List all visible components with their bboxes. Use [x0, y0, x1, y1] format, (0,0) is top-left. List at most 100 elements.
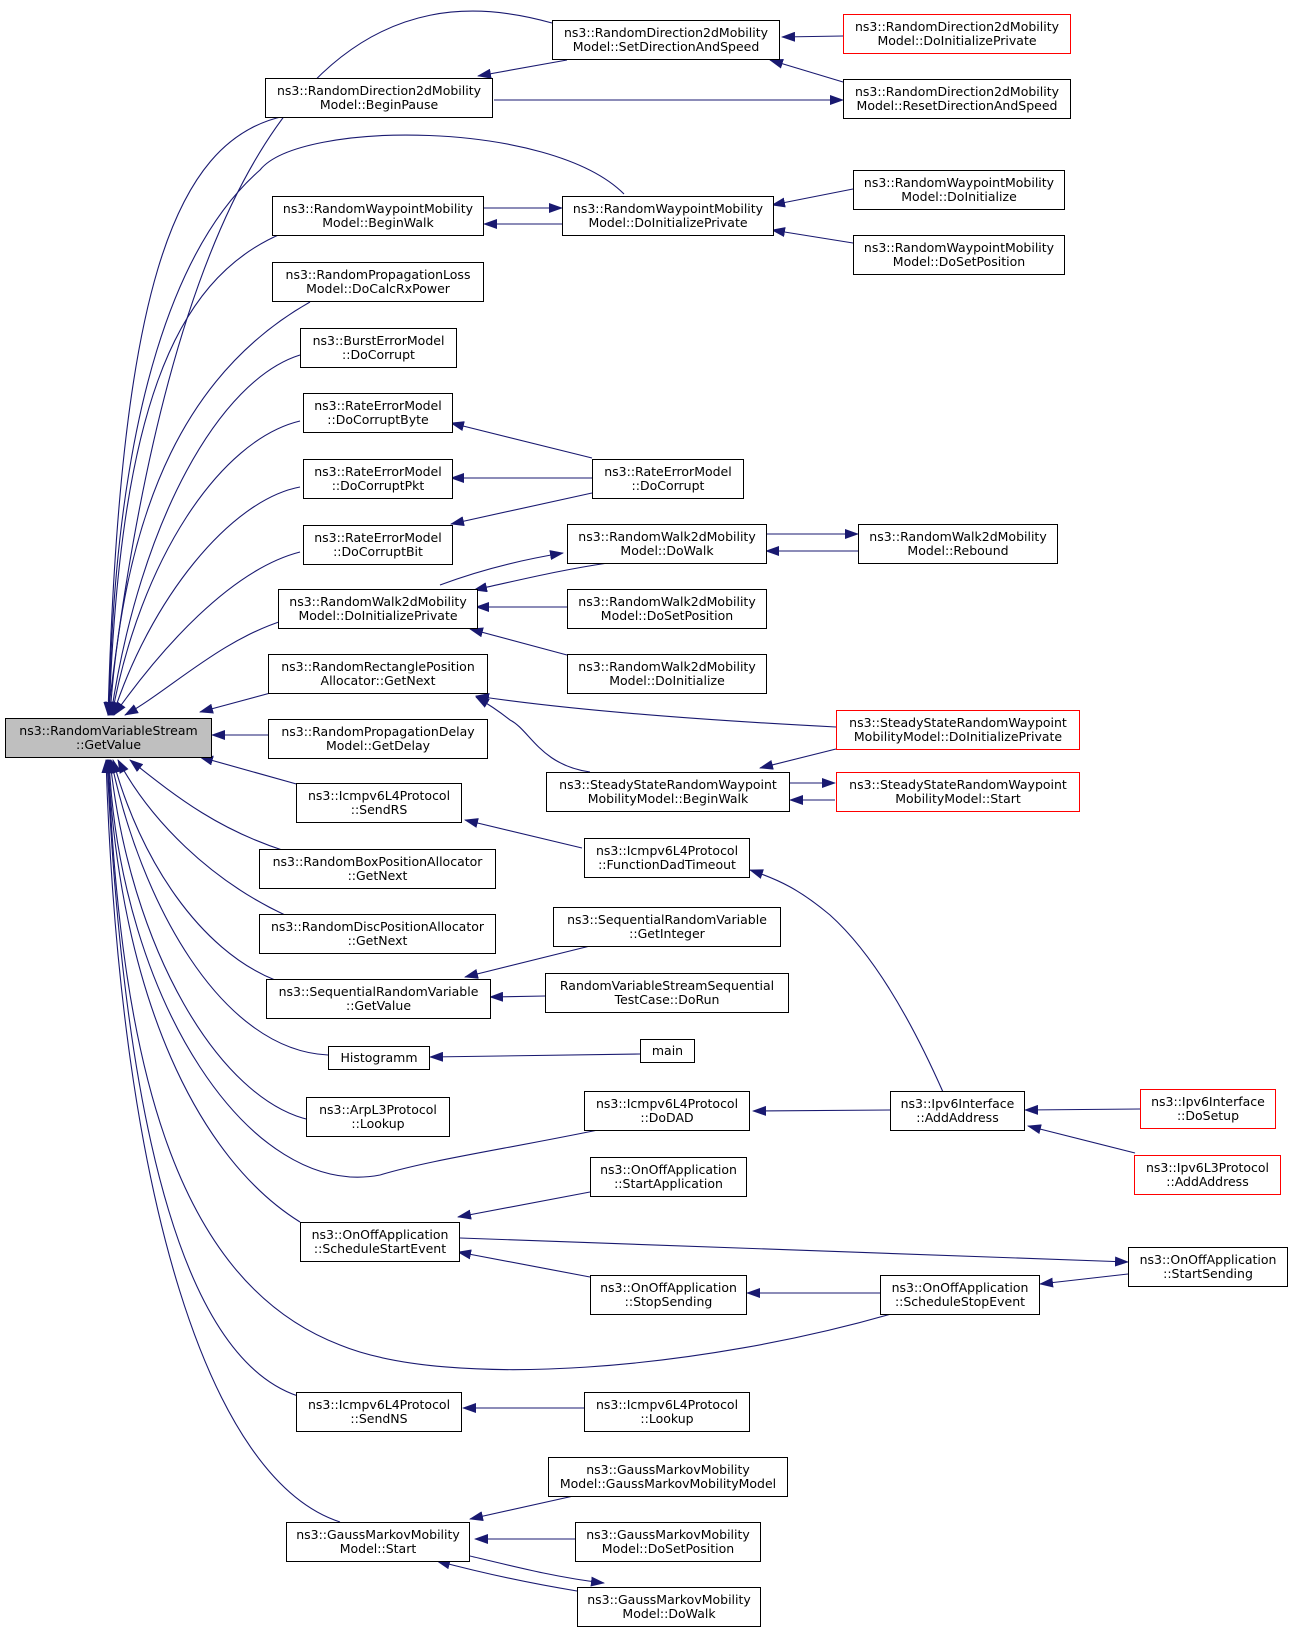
edge-srv-getint-to-getval [464, 945, 591, 979]
edge-icmp-sendns-to-root [102, 759, 299, 1397]
node-rate-docorrupt[interactable]: ns3::RateErrorModel ::DoCorrupt [592, 459, 744, 499]
node-ss-start-line1: ns3::SteadyStateRandomWaypoint [849, 777, 1067, 792]
node-rate-corrupt-line2: ::DoCorrupt [631, 478, 705, 493]
node-rd-begin-line1: ns3::RandomDirection2dMobility [276, 83, 481, 98]
node-burst-docorrupt[interactable]: ns3::BurstErrorModel ::DoCorrupt [300, 328, 457, 368]
edge-gm-dowalk-to-start [436, 1559, 578, 1592]
edge-rw2-doinitp-to-dowalk [439, 550, 564, 586]
node-gm-constructor[interactable]: ns3::GaussMarkovMobility Model::GaussMar… [548, 1457, 788, 1497]
node-histogramm[interactable]: Histogramm [328, 1046, 430, 1070]
node-arp-lookup[interactable]: ns3::ArpL3Protocol ::Lookup [306, 1097, 450, 1137]
node-rw2-dosetpos-line1: ns3::RandomWalk2dMobility [578, 594, 756, 609]
edge-onoff-stopsend-to-sse [457, 1249, 591, 1278]
node-rate-docorruptpkt[interactable]: ns3::RateErrorModel ::DoCorruptPkt [303, 459, 453, 499]
edge-rvs-test-to-getval [489, 991, 546, 1002]
node-ss-start[interactable]: ns3::SteadyStateRandomWaypoint MobilityM… [836, 772, 1080, 812]
node-ss-doinitp-line2: MobilityModel::DoInitializePrivate [853, 729, 1063, 744]
node-icmp-sendrs[interactable]: ns3::Icmpv6L4Protocol ::SendRS [296, 783, 462, 823]
node-root-getvalue-line1: ns3::RandomVariableStream [19, 723, 198, 738]
node-rate-docorruptbit[interactable]: ns3::RateErrorModel ::DoCorruptBit [303, 525, 453, 565]
node-onoff-schedulestartevent[interactable]: ns3::OnOffApplication ::ScheduleStartEve… [300, 1222, 460, 1262]
node-rdpa-getnext[interactable]: ns3::RandomDiscPositionAllocator ::GetNe… [259, 914, 496, 954]
node-icmp-fdt-line1: ns3::Icmpv6L4Protocol [595, 843, 739, 858]
node-icmp-dodad-line2: ::DoDAD [640, 1110, 694, 1125]
node-icmp-lookup-line2: ::Lookup [640, 1411, 694, 1426]
node-onoff-startapp-line1: ns3::OnOffApplication [600, 1162, 737, 1177]
node-rd-reset-line2: Model::ResetDirectionAndSpeed [856, 98, 1058, 113]
node-rpd-getdelay[interactable]: ns3::RandomPropagationDelay Model::GetDe… [268, 719, 488, 759]
node-rpl-docalcrxpower[interactable]: ns3::RandomPropagationLoss Model::DoCalc… [272, 262, 484, 302]
node-burst-line1: ns3::BurstErrorModel [312, 333, 445, 348]
node-ss-beginwalk[interactable]: ns3::SteadyStateRandomWaypoint MobilityM… [546, 772, 790, 812]
node-ss-doinitializeprivate[interactable]: ns3::SteadyStateRandomWaypoint MobilityM… [836, 710, 1080, 750]
node-rd-doinitializeprivate[interactable]: ns3::RandomDirection2dMobility Model::Do… [843, 14, 1071, 54]
node-icmp-lookup[interactable]: ns3::Icmpv6L4Protocol ::Lookup [584, 1392, 750, 1432]
node-ipv6l3-add-line2: ::AddAddress [1166, 1174, 1249, 1189]
node-histogramm-label: Histogramm [340, 1050, 418, 1065]
edge-icmp-dodad-to-root [104, 759, 599, 1178]
node-ipv6if-dosetup[interactable]: ns3::Ipv6Interface ::DoSetup [1140, 1089, 1276, 1129]
node-gm-dowalk[interactable]: ns3::GaussMarkovMobility Model::DoWalk [577, 1587, 761, 1627]
node-gm-dowalk-line2: Model::DoWalk [622, 1606, 716, 1621]
edge-rbpa-to-root [129, 759, 286, 852]
node-onoff-schedulestopevent[interactable]: ns3::OnOffApplication ::ScheduleStopEven… [880, 1275, 1040, 1315]
node-rbpa-line1: ns3::RandomBoxPositionAllocator [272, 854, 483, 869]
node-gm-dosetposition[interactable]: ns3::GaussMarkovMobility Model::DoSetPos… [575, 1522, 761, 1562]
node-gm-dosetpos-line1: ns3::GaussMarkovMobility [586, 1527, 750, 1542]
node-rd-resetdirectionandspeed[interactable]: ns3::RandomDirection2dMobility Model::Re… [843, 79, 1071, 119]
node-rate-pkt-line1: ns3::RateErrorModel [314, 464, 442, 479]
edge-rd-setdir-to-begin [477, 59, 568, 79]
node-ipv6l3-addaddress[interactable]: ns3::Ipv6L3Protocol ::AddAddress [1134, 1155, 1281, 1195]
node-onoff-startapp-line2: ::StartApplication [614, 1176, 723, 1191]
edge-onoff-sse-to-root [103, 759, 301, 1223]
node-ipv6if-add-line2: ::AddAddress [916, 1110, 999, 1125]
node-icmp-functiondadtimeout[interactable]: ns3::Icmpv6L4Protocol ::FunctionDadTimeo… [584, 838, 750, 878]
node-rd-setdirectionandspeed[interactable]: ns3::RandomDirection2dMobility Model::Se… [552, 20, 780, 60]
edge-srv-getval-to-root [111, 759, 276, 981]
node-rw-doinitialize[interactable]: ns3::RandomWaypointMobility Model::DoIni… [853, 170, 1065, 210]
node-rvs-sequential-test[interactable]: RandomVariableStreamSequential TestCase:… [545, 973, 789, 1013]
node-gm-dowalk-line1: ns3::GaussMarkovMobility [587, 1592, 751, 1607]
edge-rw2-dowalk-to-doinitp [473, 562, 609, 593]
node-rw2-rebound[interactable]: ns3::RandomWalk2dMobility Model::Rebound [858, 524, 1058, 564]
node-rvs-test-line1: RandomVariableStreamSequential [559, 978, 775, 993]
node-icmp-dodad[interactable]: ns3::Icmpv6L4Protocol ::DoDAD [584, 1091, 750, 1131]
node-onoff-stopsending[interactable]: ns3::OnOffApplication ::StopSending [590, 1275, 747, 1315]
edge-gm-start-to-dowalk [469, 1555, 605, 1587]
node-rrpa-getnext[interactable]: ns3::RandomRectanglePosition Allocator::… [268, 654, 488, 694]
node-onoff-startsending[interactable]: ns3::OnOffApplication ::StartSending [1128, 1247, 1288, 1287]
node-rate-corrupt-line1: ns3::RateErrorModel [604, 464, 732, 479]
edge-burst-to-root [107, 354, 301, 716]
node-icmp-sendns[interactable]: ns3::Icmpv6L4Protocol ::SendNS [296, 1392, 462, 1432]
node-rw2-doinitialize[interactable]: ns3::RandomWalk2dMobility Model::DoIniti… [567, 654, 767, 694]
node-rw-doinitializeprivate[interactable]: ns3::RandomWaypointMobility Model::DoIni… [562, 196, 774, 236]
node-ss-begin-line1: ns3::SteadyStateRandomWaypoint [559, 777, 777, 792]
node-rw-dosetposition[interactable]: ns3::RandomWaypointMobility Model::DoSet… [853, 235, 1065, 275]
node-rd-beginpause[interactable]: ns3::RandomDirection2dMobility Model::Be… [265, 78, 493, 118]
node-ss-start-line2: MobilityModel::Start [895, 791, 1021, 806]
node-icmp-sendrs-line2: ::SendRS [350, 802, 408, 817]
edge-rw2-doinitp-to-root [124, 619, 286, 716]
node-gm-start[interactable]: ns3::GaussMarkovMobility Model::Start [286, 1522, 470, 1562]
node-onoff-startapplication[interactable]: ns3::OnOffApplication ::StartApplication [590, 1157, 747, 1197]
node-ipv6l3-add-line1: ns3::Ipv6L3Protocol [1145, 1160, 1270, 1175]
edge-ipv6l3-add-to-ipv6if [1027, 1124, 1136, 1154]
edge-rd-reset-to-setdir [769, 58, 844, 83]
node-main[interactable]: main [640, 1039, 695, 1063]
node-arp-line2: ::Lookup [351, 1116, 405, 1131]
node-rw-beginwalk[interactable]: ns3::RandomWaypointMobility Model::Begin… [272, 196, 484, 236]
edge-ss-doinitp-to-rrpa [475, 692, 837, 728]
node-rw2-doinitializeprivate[interactable]: ns3::RandomWalk2dMobility Model::DoIniti… [278, 589, 478, 629]
node-srv-getinteger[interactable]: ns3::SequentialRandomVariable ::GetInteg… [553, 907, 781, 947]
node-gm-ctor-line2: Model::GaussMarkovMobilityModel [559, 1476, 777, 1491]
node-rd-reset-line1: ns3::RandomDirection2dMobility [854, 84, 1059, 99]
node-rbpa-getnext[interactable]: ns3::RandomBoxPositionAllocator ::GetNex… [259, 849, 496, 889]
node-ipv6if-setup-line2: ::DoSetup [1176, 1108, 1240, 1123]
node-rw-begin-line1: ns3::RandomWaypointMobility [282, 201, 474, 216]
node-rw2-dosetposition[interactable]: ns3::RandomWalk2dMobility Model::DoSetPo… [567, 589, 767, 629]
node-rate-docorruptbyte[interactable]: ns3::RateErrorModel ::DoCorruptByte [303, 393, 453, 433]
node-ipv6if-addaddress[interactable]: ns3::Ipv6Interface ::AddAddress [890, 1091, 1025, 1131]
node-rdpa-line2: ::GetNext [347, 933, 408, 948]
node-rw2-dowalk[interactable]: ns3::RandomWalk2dMobility Model::DoWalk [567, 524, 767, 564]
node-srv-getvalue[interactable]: ns3::SequentialRandomVariable ::GetValue [266, 979, 491, 1019]
